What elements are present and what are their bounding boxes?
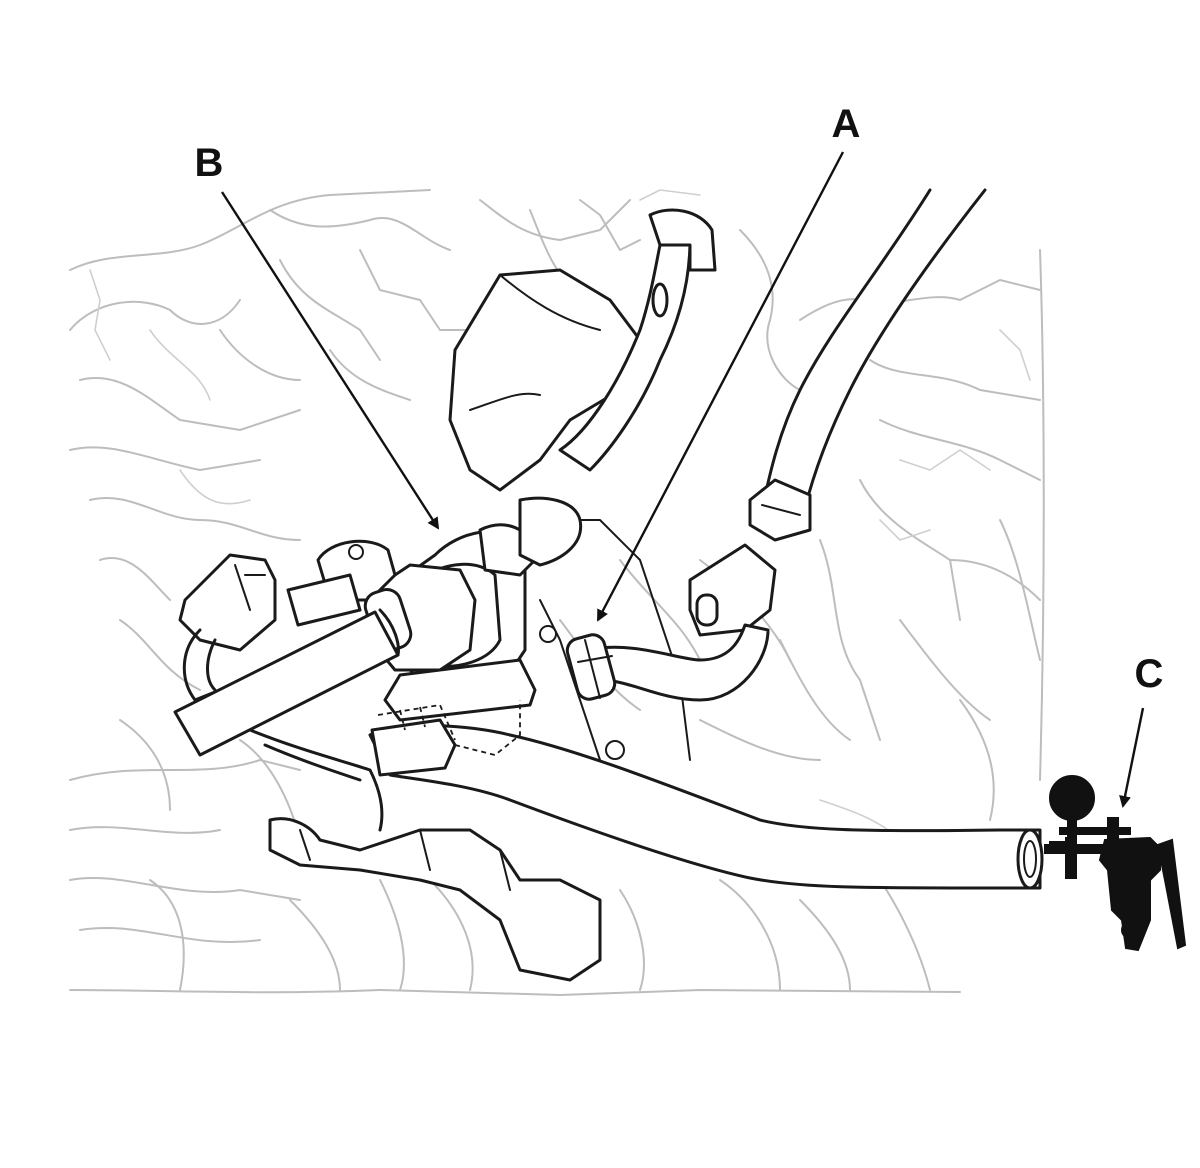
- lower-frame: [248, 728, 602, 982]
- callouts: A B C: [195, 102, 1164, 808]
- upper-small-hose: [558, 208, 717, 472]
- electrical-connector: [178, 553, 277, 702]
- callout-b-leader: [220, 191, 440, 530]
- callout-c-label: C: [1135, 652, 1164, 696]
- hose-a: [565, 623, 770, 702]
- upper-large-hose: [748, 188, 987, 542]
- left-hose: [173, 608, 400, 757]
- valve-b: [286, 496, 583, 722]
- callout-a-leader: [596, 151, 845, 622]
- upper-housing: [448, 268, 642, 492]
- callout-b-label: B: [195, 141, 224, 185]
- vacuum-pump-tester: [1044, 775, 1187, 952]
- callout-c-leader: [1119, 707, 1145, 808]
- test-hose: [368, 700, 1044, 890]
- callout-a-label: A: [832, 102, 861, 146]
